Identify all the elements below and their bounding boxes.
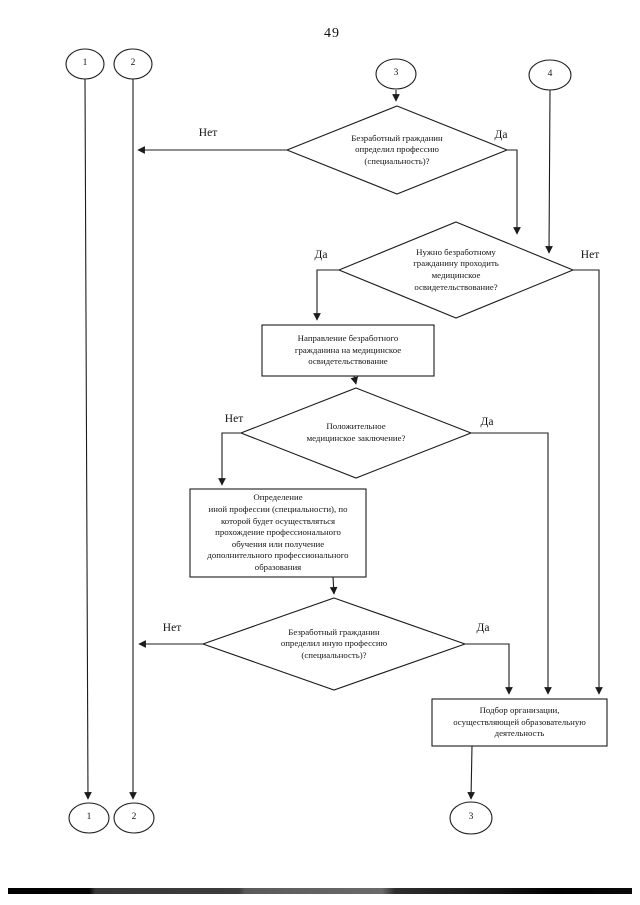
connector-top-1-label: 1: [82, 58, 88, 68]
connector-top-2-shape: [113, 48, 153, 80]
edge-label-d4-no: Нет: [162, 622, 182, 634]
decision-medical-exam-needed-shape: [337, 221, 575, 319]
decision-other-profession-selected-shape: [201, 597, 467, 691]
connector-top-4-shape: [528, 59, 572, 91]
connector-bottom-2-label: 2: [131, 812, 137, 822]
edge-d1-yes: [507, 149, 521, 235]
connector-bottom-2-shape: [113, 802, 155, 834]
process-select-organization-shape: [431, 698, 608, 747]
process-define-other-profession-text: Определение иной профессии (специальност…: [207, 492, 349, 573]
edge-d2-no: [573, 269, 603, 695]
connector-top-2-label: 2: [130, 58, 136, 68]
edge-p1-to-d3: [350, 375, 359, 385]
edge-p2-to-d4: [329, 576, 338, 595]
decision-positive-medical-report-text: Положительное медицинское заключение?: [306, 421, 406, 443]
edge-label-d4-yes: Да: [476, 622, 490, 634]
edge-label-d1-no: Нет: [198, 127, 218, 139]
edge-label-d2-no: Нет: [580, 249, 600, 261]
edge-d4-yes: [465, 643, 513, 695]
edge-label-d3-yes: Да: [480, 416, 494, 428]
connector-bottom-1-label: 1: [86, 812, 92, 822]
scan-artifact-bar: [8, 888, 632, 894]
connector-top-4-label: 4: [547, 69, 553, 79]
process-medical-referral-shape: [261, 324, 435, 377]
process-medical-referral-text: Направление безработного гражданина на м…: [294, 333, 402, 367]
connector-bottom-3-label: 3: [468, 812, 474, 822]
edge-connector1-line: [84, 78, 92, 800]
edge-label-d2-yes: Да: [314, 249, 328, 261]
decision-profession-selected-shape: [285, 105, 509, 195]
decision-other-profession-selected-text: Безработный гражданин определил иную про…: [280, 626, 388, 660]
connector-bottom-1-shape: [68, 802, 110, 834]
connector-top-1-shape: [65, 48, 105, 80]
process-define-other-profession-shape: [189, 488, 367, 578]
page-number: 49: [324, 26, 340, 41]
decision-medical-exam-needed-text: Нужно безработному гражданину проходить …: [413, 246, 499, 292]
edge-d3-yes: [471, 432, 552, 695]
edge-d3-no: [218, 432, 241, 486]
edge-label-d3-no: Нет: [224, 413, 244, 425]
decision-profession-selected-text: Безработный гражданин определил професси…: [351, 132, 443, 166]
edge-c4-to-d2: [545, 89, 553, 254]
connector-top-3-label: 3: [393, 68, 399, 78]
edge-label-d1-yes: Да: [494, 129, 508, 141]
edge-d2-yes: [313, 269, 339, 321]
connector-top-3-shape: [375, 58, 417, 90]
edge-p3-to-c3: [467, 745, 475, 800]
process-select-organization-text: Подбор организации, осуществляющей образ…: [453, 705, 586, 739]
decision-positive-medical-report-shape: [239, 387, 473, 479]
connector-bottom-3-shape: [449, 801, 493, 835]
